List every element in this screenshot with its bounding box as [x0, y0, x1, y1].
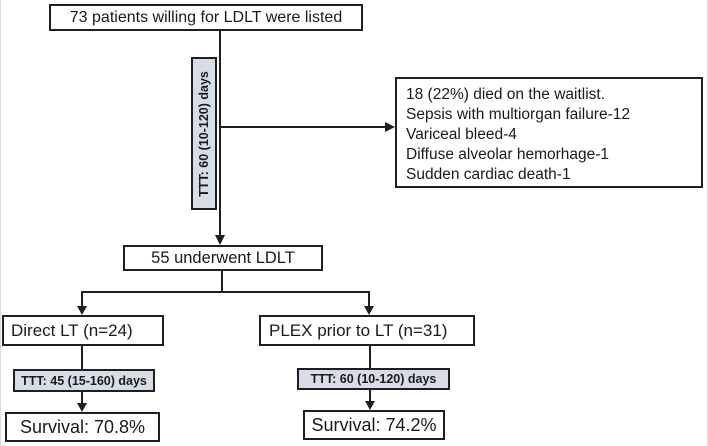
- direct-lt-label: Direct LT (n=24): [11, 320, 133, 340]
- death-line: Sepsis with multiorgan failure-12: [406, 106, 630, 123]
- plex-lt-label: PLEX prior to LT (n=31): [269, 320, 448, 340]
- survival-plex-label: Survival: 74.2%: [311, 414, 437, 435]
- death-line: Diffuse alveolar hemorhage-1: [406, 146, 610, 163]
- ttt-plex-badge: TTT: 60 (10-120) days: [297, 368, 450, 390]
- box-plex-lt: PLEX prior to LT (n=31): [259, 315, 475, 346]
- ttt-waitlist-vertical-badge: TTT: 60 (10-120) days: [191, 57, 217, 210]
- box-direct-lt: Direct LT (n=24): [2, 315, 164, 346]
- ttt-waitlist-vertical-label: TTT: 60 (10-120) days: [197, 70, 211, 197]
- patients-listed-label: 73 patients willing for LDLT were listed: [69, 8, 343, 26]
- ttt-direct-badge: TTT: 45 (15-160) days: [13, 369, 155, 392]
- box-survival-plex: Survival: 74.2%: [303, 410, 445, 440]
- arrowhead-down-plex: [364, 306, 374, 315]
- death-line: Sudden cardiac death-1: [406, 166, 571, 183]
- figure-left-edge-line: [0, 0, 1, 446]
- death-line: 18 (22%) died on the waitlist.: [406, 86, 606, 103]
- arrowhead-right-deaths: [385, 122, 395, 132]
- death-line: Variceal bleed-4: [406, 126, 517, 143]
- ttt-plex-label: TTT: 60 (10-120) days: [310, 372, 437, 386]
- arrowhead-down-survival-plex: [365, 401, 375, 410]
- ttt-direct-label: TTT: 45 (15-160) days: [21, 373, 147, 388]
- arrowhead-down-survival-direct: [77, 403, 87, 412]
- box-waitlist-deaths: 18 (22%) died on the waitlist. Sepsis wi…: [395, 77, 703, 188]
- box-patients-listed: 73 patients willing for LDLT were listed: [49, 4, 363, 31]
- arrowhead-down-direct: [77, 306, 87, 315]
- box-survival-direct: Survival: 70.8%: [5, 412, 160, 442]
- underwent-ldlt-label: 55 underwent LDLT: [151, 248, 295, 267]
- box-underwent-ldlt: 55 underwent LDLT: [123, 245, 323, 271]
- arrowhead-down-underwent: [215, 235, 225, 245]
- survival-direct-label: Survival: 70.8%: [19, 416, 146, 437]
